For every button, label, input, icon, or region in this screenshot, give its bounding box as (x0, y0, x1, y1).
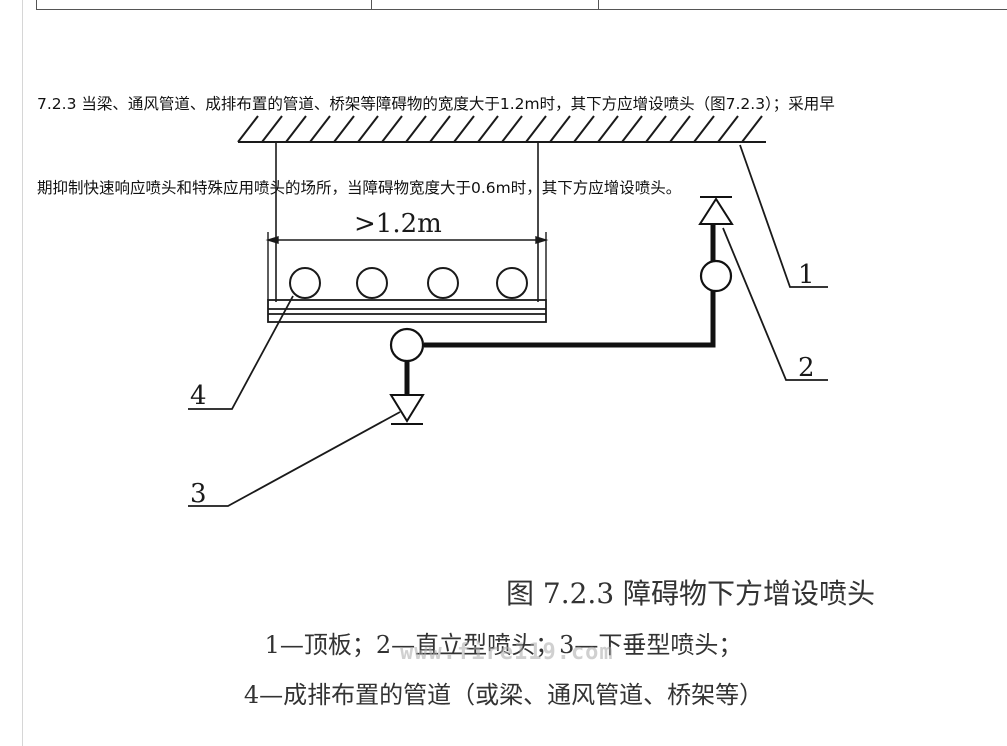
table-fragment (36, 0, 1007, 10)
figure-caption-title-text: 图 7.2.3 障碍物下方增设喷头 (506, 577, 876, 610)
pipe-circle (356, 267, 388, 299)
pipe-circle (427, 267, 459, 299)
callout-3: 3 (190, 479, 207, 509)
content-left-border (22, 0, 23, 746)
row-of-pipes (289, 267, 528, 299)
pipe-circle (289, 267, 321, 299)
figure-legend-line-2: 4—成排布置的管道（或梁、通风管道、桥架等） (243, 681, 764, 709)
clause-paragraph: 7.2.3 当梁、通风管道、成排布置的管道、桥架等障碍物的宽度大于1.2m时，其… (37, 34, 1007, 230)
callout-4: 4 (190, 381, 207, 411)
branch-pipe (404, 225, 716, 394)
pendent-sprinkler-icon (389, 394, 425, 425)
upright-sprinkler-icon (698, 196, 734, 225)
tray-hangers (275, 142, 539, 302)
figure-legend-line-1: 1—顶板；2—直立型喷头；3—下垂型喷头； (264, 631, 743, 659)
pipe-fitting-upper (699, 259, 733, 293)
paragraph-line-2: 期抑制快速响应喷头和特殊应用喷头的场所，当障碍物宽度大于0.6m时，其下方应增设… (37, 179, 682, 197)
callout-2: 2 (798, 353, 815, 383)
callout-1: 1 (798, 260, 815, 290)
table-cell-divider (598, 0, 599, 9)
paragraph-line-1: 7.2.3 当梁、通风管道、成排布置的管道、桥架等障碍物的宽度大于1.2m时，其… (37, 95, 835, 113)
dimension-label: >1.2m (354, 209, 442, 239)
cable-tray (267, 299, 547, 323)
site-watermark: www.fire119.com (400, 640, 614, 665)
pipe-fitting-lower (389, 327, 425, 363)
table-cell-divider (371, 0, 372, 9)
pipe-circle (496, 267, 528, 299)
callout-leaders (188, 144, 828, 507)
width-dimension (265, 232, 549, 300)
ceiling-slab (237, 115, 766, 143)
